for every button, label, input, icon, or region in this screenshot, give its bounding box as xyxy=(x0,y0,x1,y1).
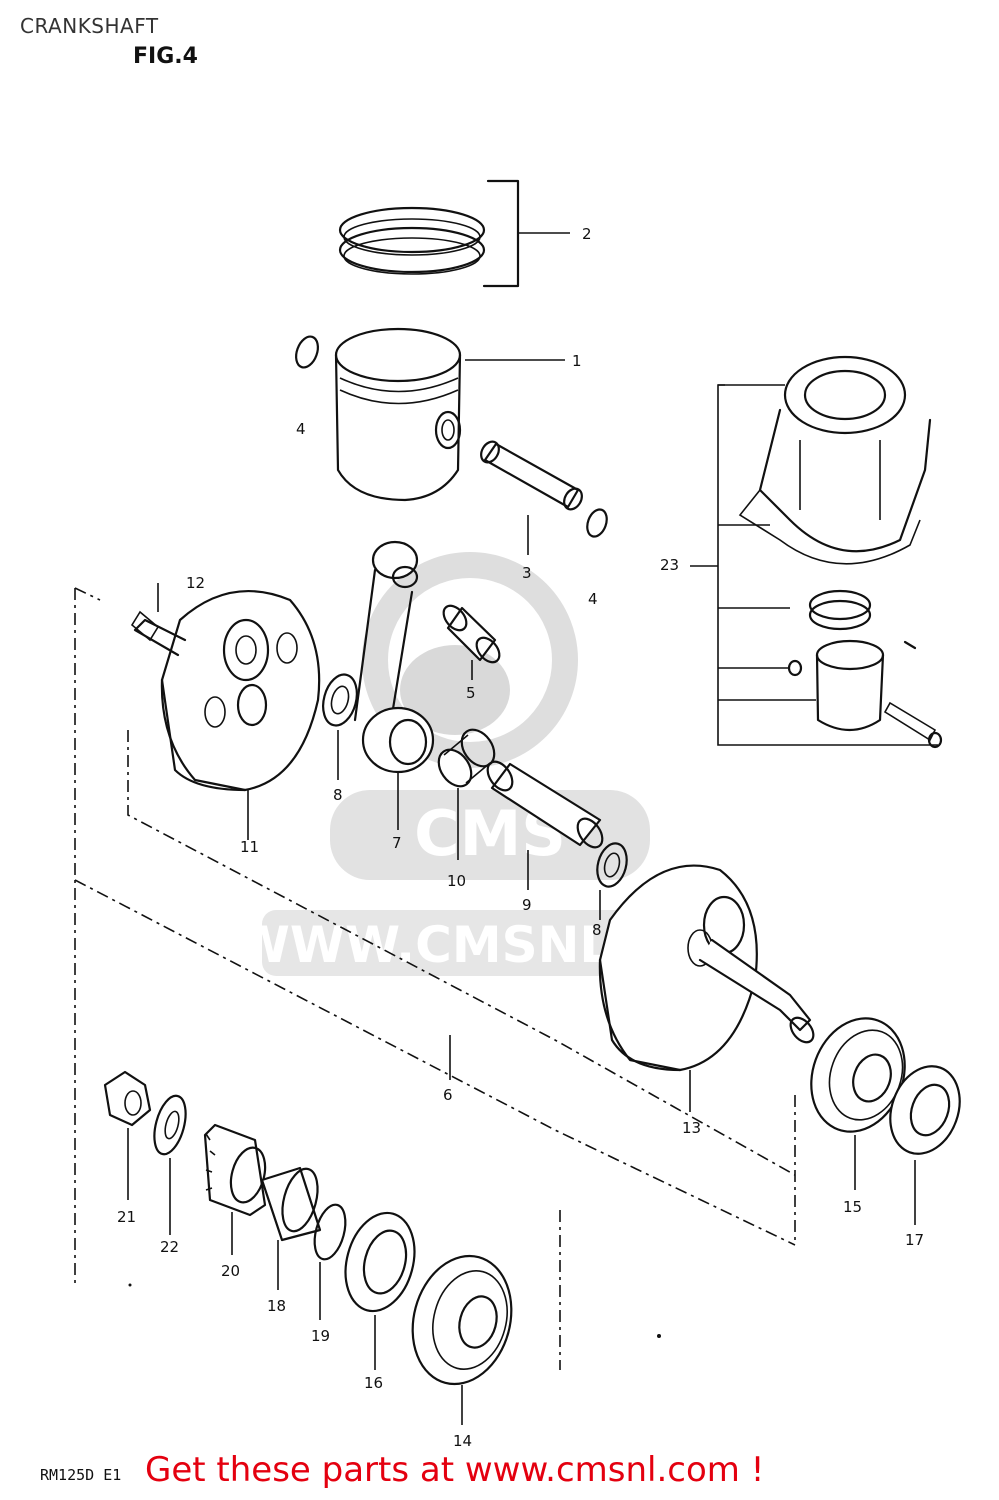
part-o-ring xyxy=(313,1203,347,1261)
part-piston-rings xyxy=(338,179,570,288)
figure-label: FIG.4 xyxy=(133,44,198,69)
callout-8-right: 8 xyxy=(592,921,602,939)
crank-assembly-bracket xyxy=(74,587,796,1370)
callout-5: 5 xyxy=(466,684,476,702)
cms-mascot-watermark-icon xyxy=(400,645,510,735)
callout-8-left: 8 xyxy=(333,786,343,804)
callout-7: 7 xyxy=(392,834,402,852)
callout-15: 15 xyxy=(843,1198,862,1216)
part-crankshaft-right xyxy=(598,864,815,1112)
part-oil-seal-right xyxy=(889,1065,961,1225)
part-crankshaft-nut xyxy=(103,1070,152,1200)
callout-16: 16 xyxy=(364,1374,383,1392)
part-piston-pin-clip-right xyxy=(586,508,608,538)
part-thrust-washer-right xyxy=(596,842,628,888)
part-big-end-bearing xyxy=(437,728,496,860)
watermark-logo-ring xyxy=(362,552,578,768)
callout-20: 20 xyxy=(221,1262,240,1280)
page-title: CRANKSHAFT xyxy=(20,14,159,38)
part-small-end-bearing xyxy=(442,604,501,680)
part-spacer xyxy=(260,1166,322,1290)
part-oil-seal-left xyxy=(344,1211,416,1370)
part-thrust-washer-left xyxy=(322,673,358,727)
part-piston-pin xyxy=(480,440,583,555)
part-cylinder-set xyxy=(690,355,943,749)
part-piston-pin-clip-left xyxy=(295,335,319,369)
callout-2: 2 xyxy=(582,225,592,243)
part-main-bearing-left xyxy=(411,1254,513,1425)
part-washer xyxy=(153,1094,187,1156)
callout-13: 13 xyxy=(682,1119,701,1137)
callout-4-right: 4 xyxy=(588,590,598,608)
callout-9: 9 xyxy=(522,896,532,914)
part-crankshaft-left xyxy=(130,583,321,840)
model-code: RM125D E1 xyxy=(40,1466,122,1484)
callout-18: 18 xyxy=(267,1297,286,1315)
part-connecting-rod xyxy=(353,540,435,830)
callout-21: 21 xyxy=(117,1208,136,1226)
callout-3: 3 xyxy=(522,564,532,582)
callout-19: 19 xyxy=(311,1327,330,1345)
callout-10: 10 xyxy=(447,872,466,890)
part-primary-drive-gear xyxy=(203,1123,267,1255)
callout-12: 12 xyxy=(186,574,205,592)
callout-22: 22 xyxy=(160,1238,179,1256)
parts-link-banner[interactable]: Get these parts at www.cmsnl.com ! xyxy=(145,1450,765,1490)
callout-11: 11 xyxy=(240,838,259,856)
callout-17: 17 xyxy=(905,1231,924,1249)
callout-23: 23 xyxy=(660,556,679,574)
callout-6: 6 xyxy=(443,1086,453,1104)
part-crank-pin xyxy=(486,760,604,890)
callout-14: 14 xyxy=(453,1432,472,1450)
part-piston xyxy=(334,327,565,502)
callout-1: 1 xyxy=(572,352,582,370)
callout-4-left: 4 xyxy=(296,420,306,438)
